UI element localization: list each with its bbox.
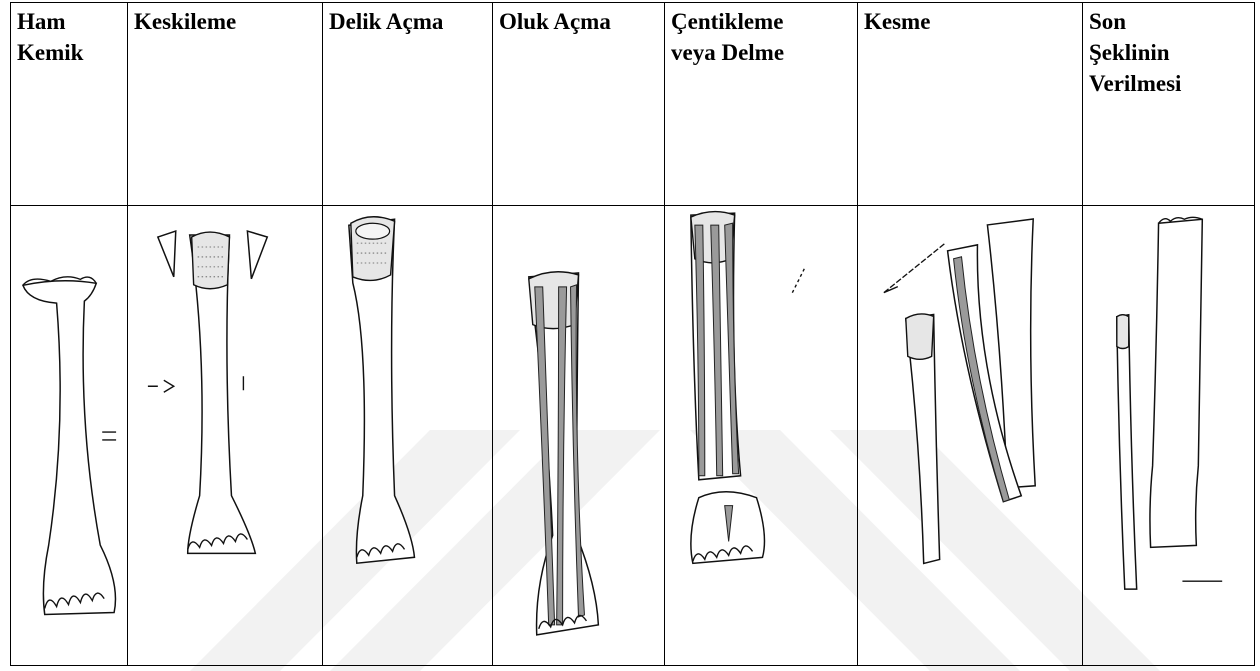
illustration-cell-hole xyxy=(323,206,493,666)
illustration-cell-raw xyxy=(11,206,128,666)
column-label-chisel: Keskileme xyxy=(128,3,322,37)
raw-bone-illustration xyxy=(11,206,127,664)
illustration-cell-groove xyxy=(493,206,665,666)
header-cell-groove: Oluk Açma xyxy=(493,3,665,206)
column-label-cut: Kesme xyxy=(858,3,1082,37)
chisel-illustration xyxy=(128,206,322,664)
finish-illustration xyxy=(1083,206,1254,664)
column-label-hole: Delik Açma xyxy=(323,3,492,37)
hole-illustration xyxy=(323,206,492,664)
header-cell-hole: Delik Açma xyxy=(323,3,493,206)
groove-illustration xyxy=(493,206,664,664)
header-row: Ham Kemik Keskileme Delik Açma Oluk Açma… xyxy=(11,3,1255,206)
cut-illustration xyxy=(858,206,1082,664)
header-cell-chisel: Keskileme xyxy=(128,3,323,206)
notch-illustration xyxy=(665,206,857,664)
header-cell-notch: Çentikleme veya Delme xyxy=(665,3,858,206)
column-label-groove: Oluk Açma xyxy=(493,3,664,37)
illustration-cell-chisel xyxy=(128,206,323,666)
header-cell-raw: Ham Kemik xyxy=(11,3,128,206)
illustration-row xyxy=(11,206,1255,666)
illustration-cell-finish xyxy=(1083,206,1255,666)
column-label-raw: Ham Kemik xyxy=(11,3,127,68)
illustration-cell-cut xyxy=(858,206,1083,666)
column-label-finish: Son Şeklinin Verilmesi xyxy=(1083,3,1254,99)
illustration-cell-notch xyxy=(665,206,858,666)
header-cell-finish: Son Şeklinin Verilmesi xyxy=(1083,3,1255,206)
bone-working-stages-table: Ham Kemik Keskileme Delik Açma Oluk Açma… xyxy=(10,2,1255,666)
header-cell-cut: Kesme xyxy=(858,3,1083,206)
column-label-notch: Çentikleme veya Delme xyxy=(665,3,857,68)
